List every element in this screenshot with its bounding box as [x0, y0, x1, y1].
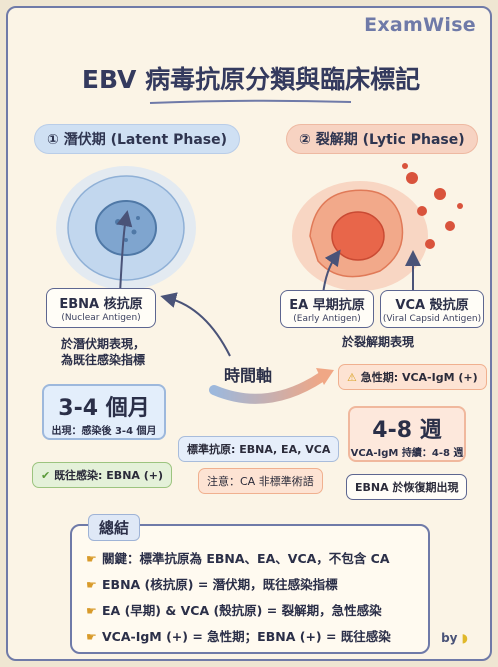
ebna-antigen-box: EBNA 核抗原 (Nuclear Antigen): [46, 288, 156, 328]
lytic-note: 於裂解期表現: [341, 335, 414, 349]
lytic-time-box: 4-8 週 VCA-IgM 持續：4-8 週: [348, 406, 466, 462]
standard-antigens-tag: 標準抗原: EBNA, EA, VCA: [178, 436, 340, 462]
infographic-card: ExamWise EBV 病毒抗原分類與臨床標記 ① 潛伏期 (Latent P…: [6, 6, 492, 661]
brand-logo: ExamWise: [364, 14, 476, 36]
ebna-antigen-name: EBNA 核抗原: [59, 297, 143, 312]
acute-phase-text: 急性期: VCA-IgM (+): [360, 371, 478, 384]
summary-row: ☛關鍵：標準抗原為 EBNA、EA、VCA，不包含 CA: [86, 551, 390, 566]
latent-phase-pill: ① 潛伏期 (Latent Phase): [34, 124, 240, 154]
summary-panel: ☛關鍵：標準抗原為 EBNA、EA、VCA，不包含 CA ☛EBNA (核抗原)…: [70, 524, 430, 654]
pointing-hand-icon: ☛: [86, 552, 97, 566]
timeline-label: 時間軸: [224, 366, 273, 385]
past-infection-tag: ✔ 既往感染: EBNA (+): [32, 462, 173, 488]
ebna-recovery-tag: EBNA 於恢復期出現: [346, 474, 468, 500]
past-infection-text: 既往感染: EBNA (+): [54, 469, 164, 482]
latent-note-line2: 為既往感染指標: [60, 353, 145, 367]
ea-antigen-box: EA 早期抗原 (Early Antigen): [280, 290, 374, 328]
summary-row: ☛EA (早期) & VCA (殼抗原) = 裂解期，急性感染: [86, 603, 382, 618]
footer-by: by ◗: [441, 631, 468, 645]
warning-icon: ⚠: [347, 371, 357, 384]
latent-time-box: 3-4 個月 出現：感染後 3-4 個月: [42, 384, 166, 440]
check-icon: ✔: [41, 469, 51, 482]
latent-time-small: 出現：感染後 3-4 個月: [51, 426, 157, 437]
pointing-hand-icon: ☛: [86, 630, 97, 644]
ebna-antigen-en: (Nuclear Antigen): [61, 313, 141, 323]
latent-note-line1: 於潛伏期表現，: [60, 337, 145, 351]
caution-tag: 注意：CA 非標準術語: [198, 468, 323, 494]
latent-time-big: 3-4 個月: [58, 396, 150, 421]
title-underline: [149, 99, 352, 104]
pointing-hand-icon: ☛: [86, 604, 97, 618]
latent-note: 於潛伏期表現， 為既往感染指標: [28, 336, 178, 368]
summary-title: 總結: [88, 514, 141, 541]
lytic-cell-illustration: [292, 163, 463, 291]
vca-antigen-box: VCA 殼抗原 (Viral Capsid Antigen): [380, 290, 484, 328]
ea-antigen-en: (Early Antigen): [293, 314, 361, 324]
lytic-time-big: 4-8 週: [372, 418, 442, 443]
summary-row: ☛VCA-IgM (+) = 急性期；EBNA (+) = 既往感染: [86, 629, 391, 644]
footer-by-text: by: [441, 631, 458, 645]
vca-antigen-en: (Viral Capsid Antigen): [382, 314, 482, 324]
vca-antigen-name: VCA 殼抗原: [395, 298, 469, 313]
pointing-hand-icon: ☛: [86, 578, 97, 592]
lytic-time-small: VCA-IgM 持續：4-8 週: [350, 448, 464, 459]
summary-row: ☛EBNA (核抗原) = 潛伏期，既往感染指標: [86, 577, 338, 592]
latent-cell-illustration: [56, 166, 196, 290]
banana-icon: ◗: [461, 631, 468, 645]
page-title: EBV 病毒抗原分類與臨床標記: [81, 65, 421, 94]
acute-phase-tag: ⚠ 急性期: VCA-IgM (+): [338, 364, 487, 390]
lytic-phase-pill: ② 裂解期 (Lytic Phase): [286, 124, 478, 154]
ea-antigen-name: EA 早期抗原: [289, 298, 365, 313]
